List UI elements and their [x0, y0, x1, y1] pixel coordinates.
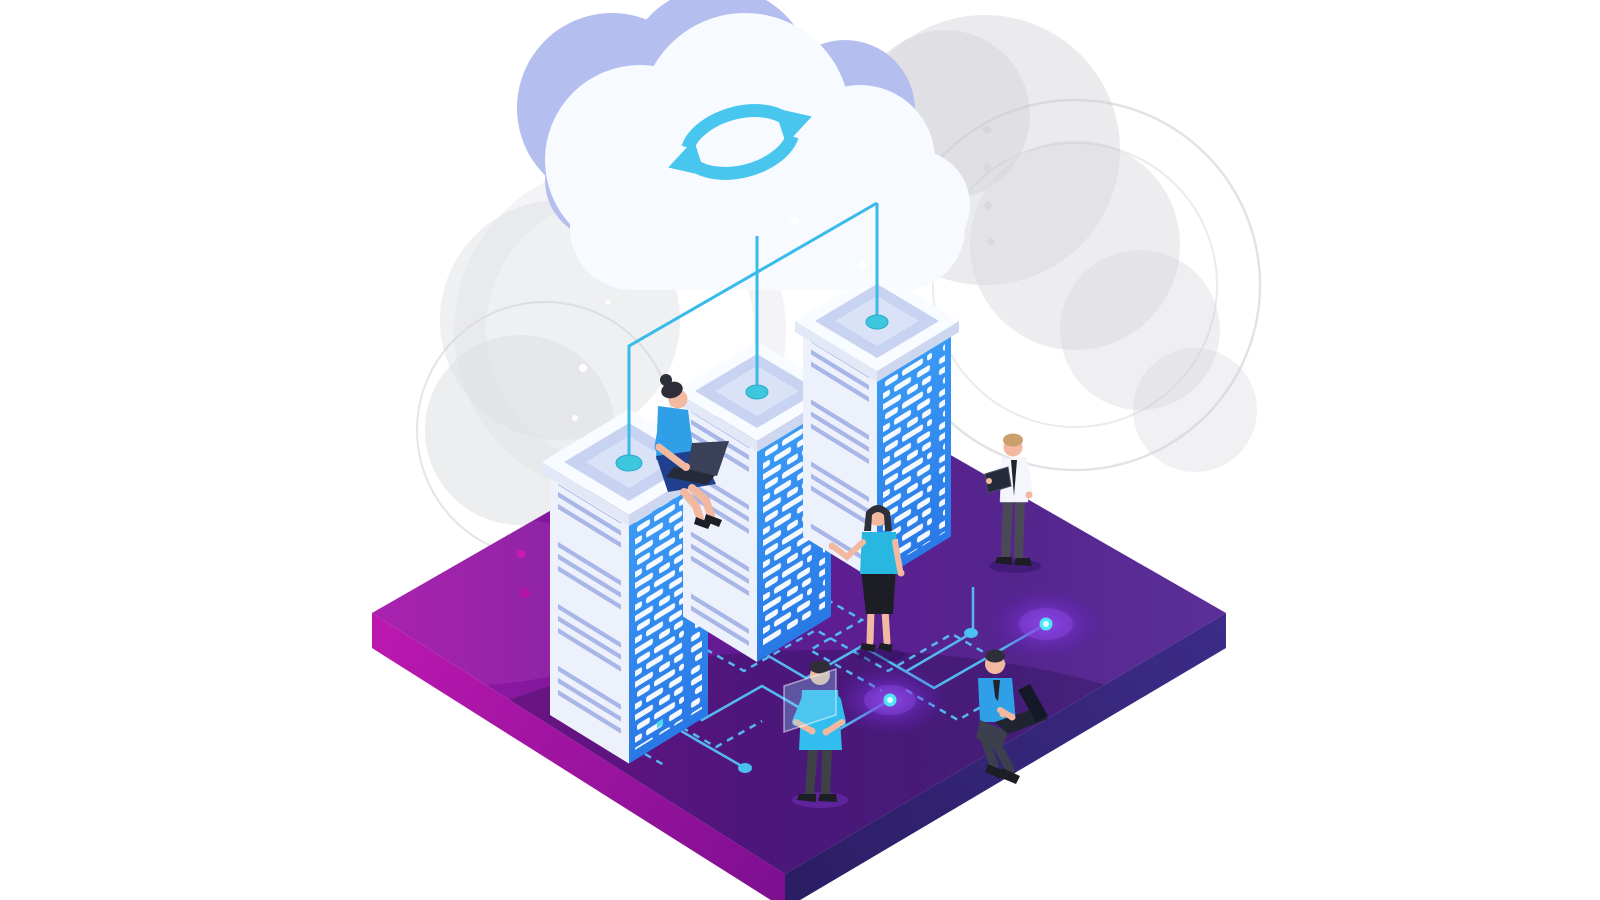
- hand: [808, 727, 816, 735]
- arm: [980, 686, 1004, 714]
- hand: [986, 478, 992, 484]
- server-left-face: [803, 326, 877, 583]
- shins: [981, 737, 1015, 775]
- tie: [993, 680, 1000, 712]
- arm: [654, 413, 669, 452]
- hair: [985, 649, 1005, 663]
- heel: [704, 514, 722, 527]
- translucent-screen: [783, 667, 837, 734]
- cloud-server-cables: [627, 201, 879, 463]
- leg: [1014, 500, 1025, 558]
- legs: [680, 484, 715, 522]
- arm: [1021, 462, 1033, 496]
- leg: [805, 748, 818, 795]
- hair: [1003, 433, 1023, 447]
- heel: [860, 643, 876, 652]
- server-lid-edge: [795, 321, 877, 382]
- shoe: [995, 557, 1012, 565]
- heel: [878, 643, 893, 652]
- glow-node-center: [832, 665, 948, 735]
- forearm: [655, 443, 688, 470]
- hair: [864, 505, 892, 531]
- cloud: [517, 0, 970, 290]
- hand: [682, 463, 690, 471]
- leg: [1001, 500, 1013, 558]
- server-data-face: [877, 326, 951, 582]
- person-sitting-man: [976, 649, 1048, 784]
- shoe: [999, 768, 1020, 784]
- hand: [828, 542, 836, 550]
- server-rack-right: [795, 271, 959, 583]
- person-standing-woman: [828, 505, 905, 662]
- heel: [694, 517, 711, 529]
- shoe: [985, 764, 1004, 779]
- hand: [897, 569, 905, 577]
- trace-end-dots: [738, 628, 978, 773]
- hand: [1008, 713, 1016, 721]
- server-lid-edge: [877, 321, 959, 382]
- top: [860, 532, 898, 574]
- tablet: [984, 466, 1012, 494]
- server-left-face: [550, 469, 629, 764]
- shoe: [797, 794, 816, 802]
- platform-left-side-face: [372, 613, 785, 900]
- person-sitting-woman: [654, 374, 729, 529]
- laptop-screen: [687, 441, 729, 476]
- person-standing-man: [783, 660, 848, 808]
- hand: [999, 710, 1007, 718]
- shadow: [855, 648, 905, 662]
- skirt: [861, 568, 896, 614]
- person-tablet-man: [984, 433, 1041, 573]
- arm: [792, 696, 809, 726]
- thighs: [976, 720, 1008, 752]
- shoe: [818, 794, 837, 802]
- laptop-screen: [1018, 684, 1048, 722]
- leg: [821, 748, 832, 795]
- laptop-base: [666, 467, 716, 485]
- glow-node-right: [986, 587, 1106, 661]
- hand: [822, 728, 830, 736]
- hair: [809, 660, 831, 674]
- sync-icon: [668, 104, 812, 180]
- hand: [1025, 491, 1033, 499]
- server-lid-edge: [542, 462, 629, 526]
- hair-bun: [660, 374, 672, 386]
- arms: [831, 539, 903, 573]
- forearm: [825, 719, 845, 734]
- server-lid-edge: [675, 391, 757, 452]
- server-ports: [615, 314, 889, 472]
- legs: [866, 606, 891, 646]
- arm: [833, 696, 846, 726]
- tie: [1011, 460, 1017, 496]
- shoe: [1014, 558, 1032, 566]
